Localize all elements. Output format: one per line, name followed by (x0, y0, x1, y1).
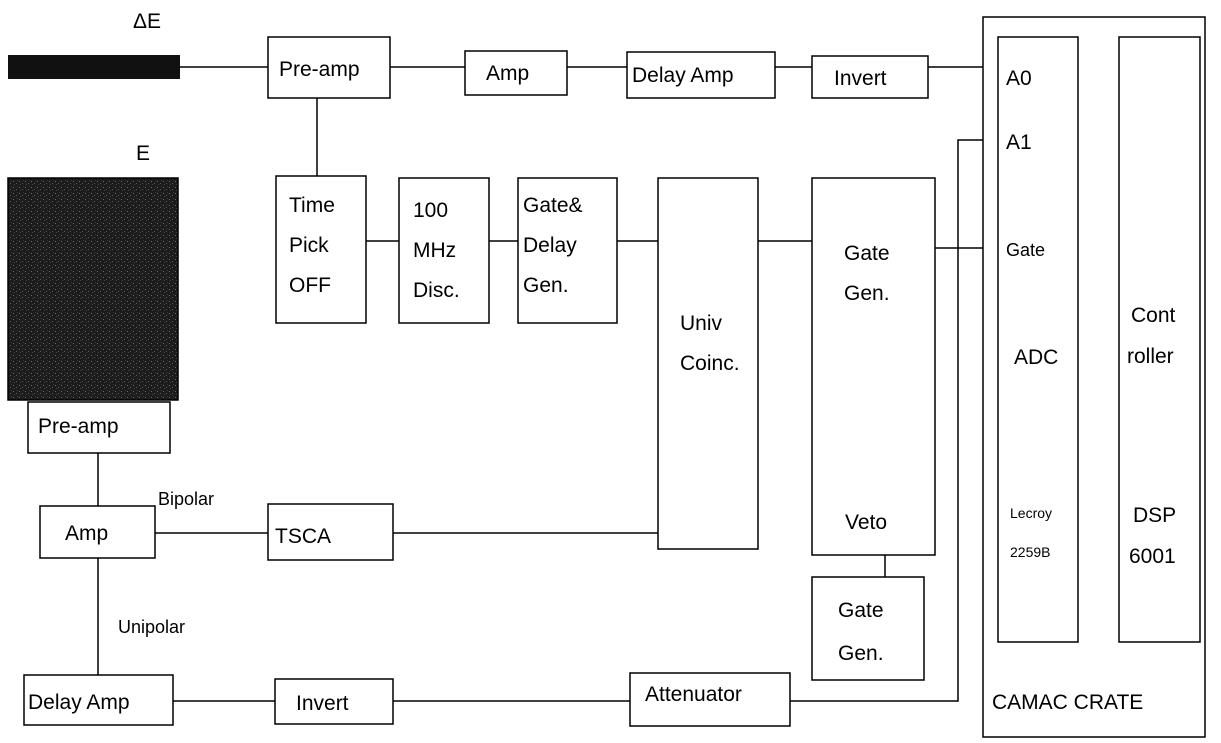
gate-delay-line-2: Delay (523, 234, 577, 257)
gate-gen-small-box: Gate Gen. (812, 577, 924, 680)
univ-coinc-box: Univ Coinc. (658, 178, 758, 549)
bipolar-label: Bipolar (158, 489, 214, 509)
adc-gate-input: Gate (1006, 240, 1045, 260)
invert-bottom-box: Invert (275, 679, 393, 724)
delta-e-label: ΔE (133, 10, 161, 33)
amp-e-box: Amp Bipolar Unipolar (40, 489, 214, 637)
gate-gen-small-line-1: Gate (838, 599, 884, 622)
preamp-e-box: Pre-amp (28, 402, 170, 453)
adc-name: ADC (1014, 346, 1058, 369)
veto-label: Veto (845, 511, 887, 534)
gate-gen-main-line-1: Gate (844, 242, 890, 265)
preamp-top-box: Pre-amp (268, 37, 390, 98)
invert-top-box: Invert (812, 56, 928, 98)
controller-name-line-2: roller (1127, 345, 1174, 368)
controller-module: Cont roller DSP 6001 (1119, 37, 1200, 642)
adc-model-line-2: 2259B (1010, 544, 1050, 560)
adc-model-line-1: Lecroy (1010, 505, 1052, 521)
gate-delay-line-3: Gen. (523, 274, 569, 297)
attenuator-box: Attenuator (630, 673, 790, 726)
time-pick-off-line-3: OFF (289, 274, 331, 297)
e-detector: E (8, 142, 178, 400)
unipolar-label: Unipolar (118, 617, 185, 637)
delay-amp-bottom-label: Delay Amp (28, 691, 130, 714)
gate-gen-small-line-2: Gen. (838, 642, 884, 665)
controller-model-line-1: DSP (1133, 504, 1176, 527)
camac-crate: A0 A1 Gate ADC Lecroy 2259B Cont roller … (983, 17, 1205, 737)
delay-amp-top-box: Delay Amp (627, 52, 775, 98)
attenuator-label: Attenuator (645, 683, 742, 706)
preamp-e-label: Pre-amp (38, 415, 119, 438)
adc-input-a0: A0 (1006, 67, 1032, 90)
time-pick-off-line-2: Pick (289, 234, 329, 257)
invert-top-label: Invert (834, 67, 887, 90)
time-pick-off-line-1: Time (289, 194, 335, 217)
adc-input-a1: A1 (1006, 131, 1032, 154)
controller-model-line-2: 6001 (1129, 545, 1176, 568)
camac-crate-label: CAMAC CRATE (992, 691, 1143, 714)
gate-delay-line-1: Gate& (523, 194, 583, 217)
tsca-label: TSCA (275, 525, 331, 548)
delay-amp-top-label: Delay Amp (632, 64, 734, 87)
amp-top-label: Amp (486, 62, 529, 85)
disc-100mhz-box: 100 MHz Disc. (399, 178, 489, 323)
delta-e-detector: ΔE (8, 10, 180, 79)
tsca-box: TSCA (268, 504, 393, 560)
amp-e-label: Amp (65, 522, 108, 545)
controller-name-line-1: Cont (1131, 304, 1176, 327)
amp-top-box: Amp (465, 51, 567, 95)
disc-line-2: MHz (413, 239, 456, 262)
gate-gen-main-box: Gate Gen. Veto (812, 178, 935, 555)
invert-bottom-label: Invert (296, 692, 349, 715)
disc-line-1: 100 (413, 199, 448, 222)
delta-e-detector-bar (8, 55, 180, 79)
time-pick-off-box: Time Pick OFF (276, 176, 366, 323)
adc-module: A0 A1 Gate ADC Lecroy 2259B (998, 37, 1078, 642)
preamp-top-label: Pre-amp (279, 58, 360, 81)
univ-coinc-line-2: Coinc. (680, 352, 740, 375)
univ-coinc-line-1: Univ (680, 312, 723, 335)
gate-delay-gen-box: Gate& Delay Gen. (518, 178, 617, 323)
e-label: E (136, 142, 150, 165)
delay-amp-bottom-box: Delay Amp (24, 675, 173, 725)
disc-line-3: Disc. (413, 279, 460, 302)
gate-gen-main-line-2: Gen. (844, 282, 890, 305)
e-detector-block (8, 178, 178, 400)
